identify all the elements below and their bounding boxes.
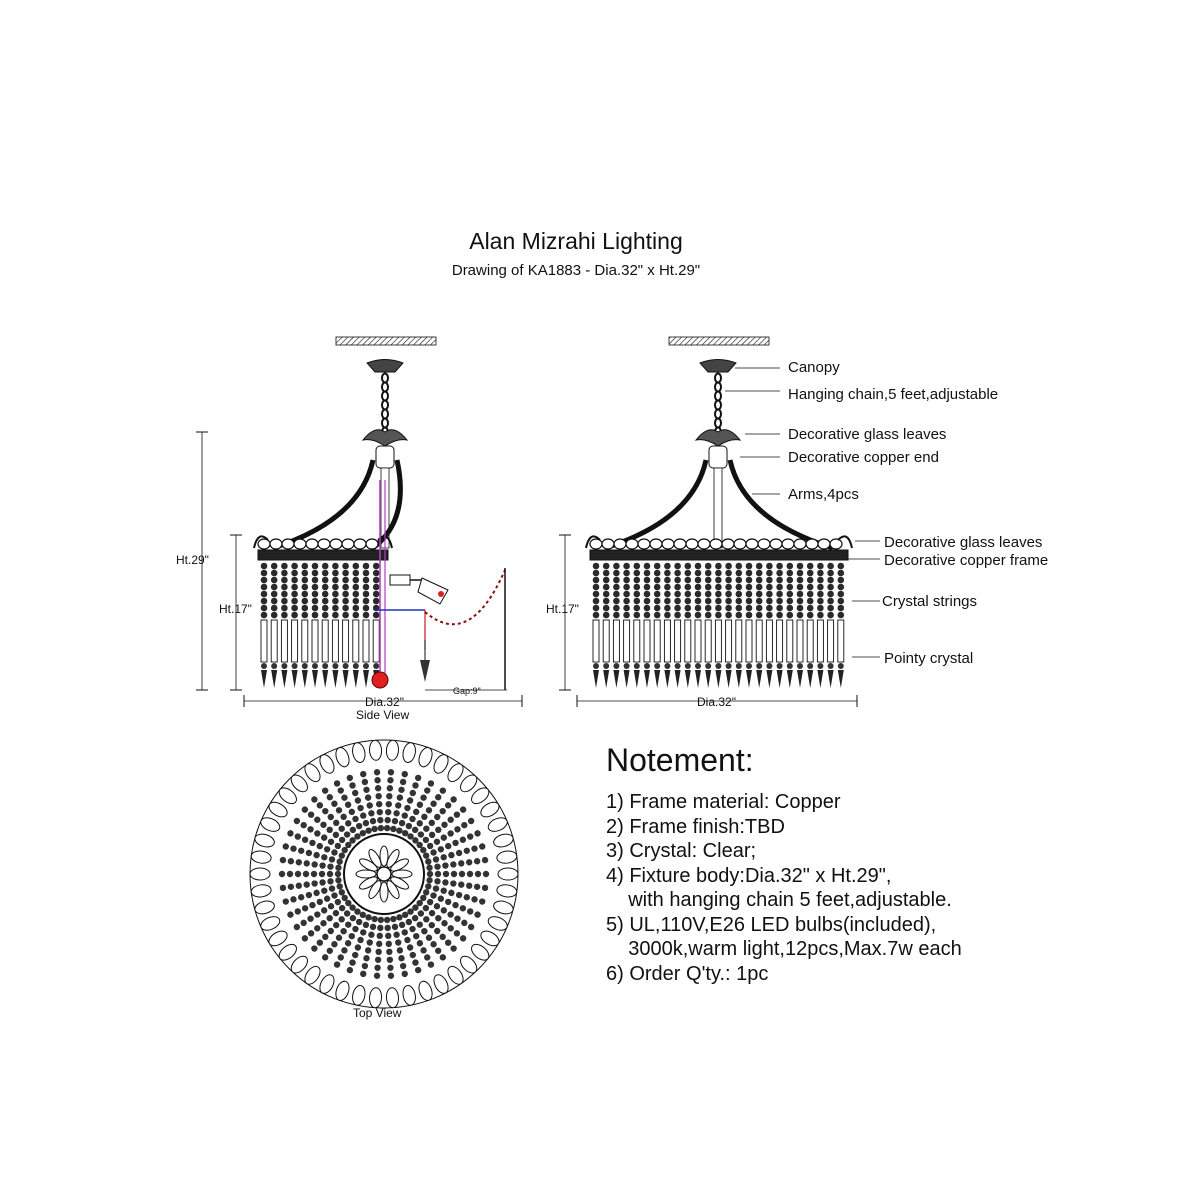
- front-view: Ht.17" Dia.32" Canopy Hanging chain,5 fe…: [546, 336, 1048, 709]
- top-view: [249, 739, 519, 1009]
- side-height-body: Ht.17": [219, 602, 252, 616]
- drawing-subtitle: Drawing of KA1883 - Dia.32" x Ht.29": [451, 262, 701, 279]
- side-diameter: Dia.32": [365, 695, 404, 709]
- label-leaves-rim: Decorative glass leaves: [884, 534, 1042, 551]
- notes-title: Notement:: [606, 742, 754, 778]
- note-item: 5) UL,110V,E26 LED bulbs(included),: [606, 913, 937, 936]
- label-copper-frame: Decorative copper frame: [884, 552, 1048, 569]
- ceiling-hatch: [335, 336, 437, 346]
- side-fixture-body: [253, 359, 409, 688]
- note-item: 2) Frame finish:TBD: [606, 815, 785, 838]
- label-arms: Arms,4pcs: [788, 486, 859, 503]
- note-item: 3000k,warm light,12pcs,Max.7w each: [606, 938, 962, 960]
- front-fixture-body: [585, 359, 853, 688]
- ceiling-hatch: [668, 336, 770, 346]
- label-crystal-strings: Crystal strings: [882, 593, 977, 610]
- side-height-total: Ht.29": [176, 553, 209, 567]
- pendant-crystal: [420, 660, 430, 682]
- red-crystal-ball: [371, 671, 389, 689]
- drawing-title: Alan Mizrahi Lighting: [469, 228, 683, 254]
- note-item: 6) Order Q'ty.: 1pc: [606, 962, 769, 985]
- label-copper-end: Decorative copper end: [788, 449, 939, 466]
- candle-bulb: [417, 577, 449, 605]
- side-view-caption: Side View: [356, 708, 409, 722]
- note-item: 1) Frame material: Copper: [606, 791, 841, 813]
- label-canopy: Canopy: [788, 359, 840, 376]
- top-view-caption: Top View: [353, 1006, 402, 1020]
- note-item: 4) Fixture body:Dia.32" x Ht.29",: [606, 864, 892, 887]
- label-pointy-crystal: Pointy crystal: [884, 650, 973, 667]
- note-item: 3) Crystal: Clear;: [606, 840, 757, 862]
- side-view: Ht.29" Ht.17" Dia.32" Side View Gap:9": [176, 336, 523, 722]
- label-chain: Hanging chain,5 feet,adjustable: [788, 386, 998, 403]
- front-diameter: Dia.32": [697, 695, 736, 709]
- candle-socket: [389, 574, 411, 586]
- crystal-swag: [424, 569, 506, 626]
- label-leaves-top: Decorative glass leaves: [788, 426, 946, 443]
- gap-label: Gap:9": [453, 686, 481, 696]
- front-height-body: Ht.17": [546, 602, 579, 616]
- note-item: with hanging chain 5 feet,adjustable.: [606, 889, 952, 911]
